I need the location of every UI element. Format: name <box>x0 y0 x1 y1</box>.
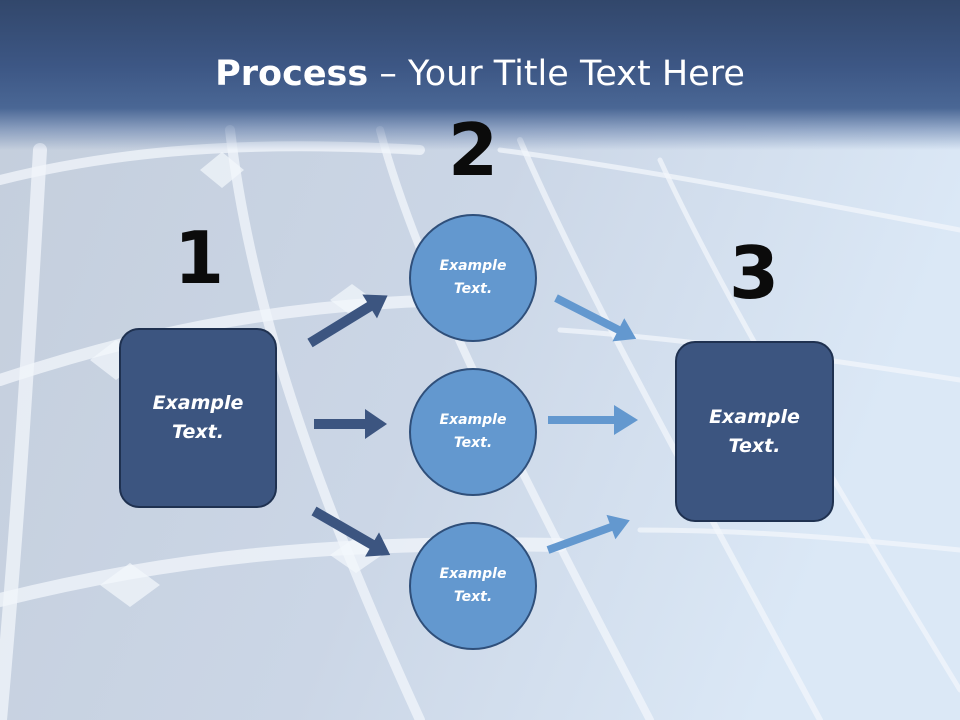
title-bold: Process <box>215 54 369 94</box>
step-number-1: 1 <box>173 216 225 300</box>
step-number-2: 2 <box>447 108 499 192</box>
step-2-circle-1: Example Text. <box>409 214 537 342</box>
step-2-circle-2: Example Text. <box>409 368 537 496</box>
step-1-box: Example Text. <box>119 328 277 508</box>
step-3-box: Example Text. <box>675 341 834 522</box>
step-2-circle-3: Example Text. <box>409 522 537 650</box>
step-3-box-label: Example Text. <box>709 405 800 457</box>
circle-1-label: Example Text. <box>439 258 507 297</box>
slide-title: Process – Your Title Text Here <box>0 52 960 96</box>
circle-2-label: Example Text. <box>439 412 507 451</box>
step-number-3: 3 <box>728 231 780 315</box>
title-bar <box>0 0 960 150</box>
step-1-box-label: Example Text. <box>152 392 244 443</box>
circle-3-label: Example Text. <box>439 566 507 605</box>
title-rest: – Your Title Text Here <box>368 54 745 94</box>
